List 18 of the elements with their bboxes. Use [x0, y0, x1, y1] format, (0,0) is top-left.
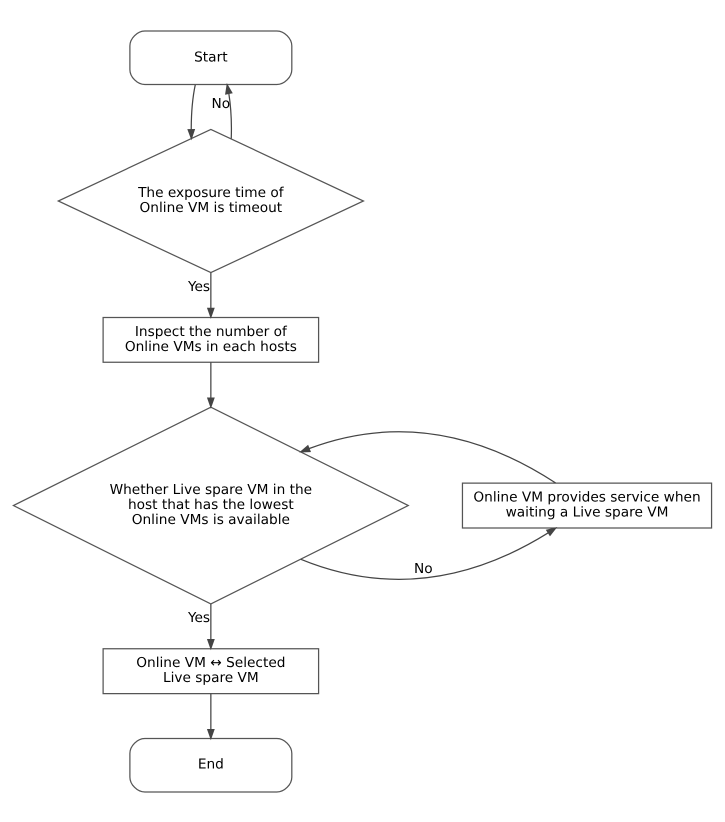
node-box: Online VM ↔ Selected Live spare VM — [102, 648, 320, 694]
arrow — [187, 84, 196, 140]
edge-label: Yes — [188, 609, 210, 626]
node-box: Inspect the number of Online VMs in each hosts — [102, 316, 320, 362]
edge-label: Yes — [188, 278, 210, 295]
node-diamond: Whether Live spare VM in the host that has the lowest Online VMs is available — [12, 406, 410, 604]
node-box: Start — [129, 30, 292, 85]
arrow — [299, 430, 556, 484]
arrow — [206, 272, 215, 318]
arrow — [206, 693, 215, 740]
node-box: Online VM provides service when waiting a Live spare VM — [462, 482, 712, 528]
arrow — [206, 604, 215, 650]
arrow — [206, 362, 215, 408]
edge-label: No — [414, 560, 433, 576]
node-box: End — [129, 737, 292, 792]
edge-label: No — [212, 95, 230, 112]
arrow — [225, 82, 233, 138]
arrow — [300, 526, 558, 580]
